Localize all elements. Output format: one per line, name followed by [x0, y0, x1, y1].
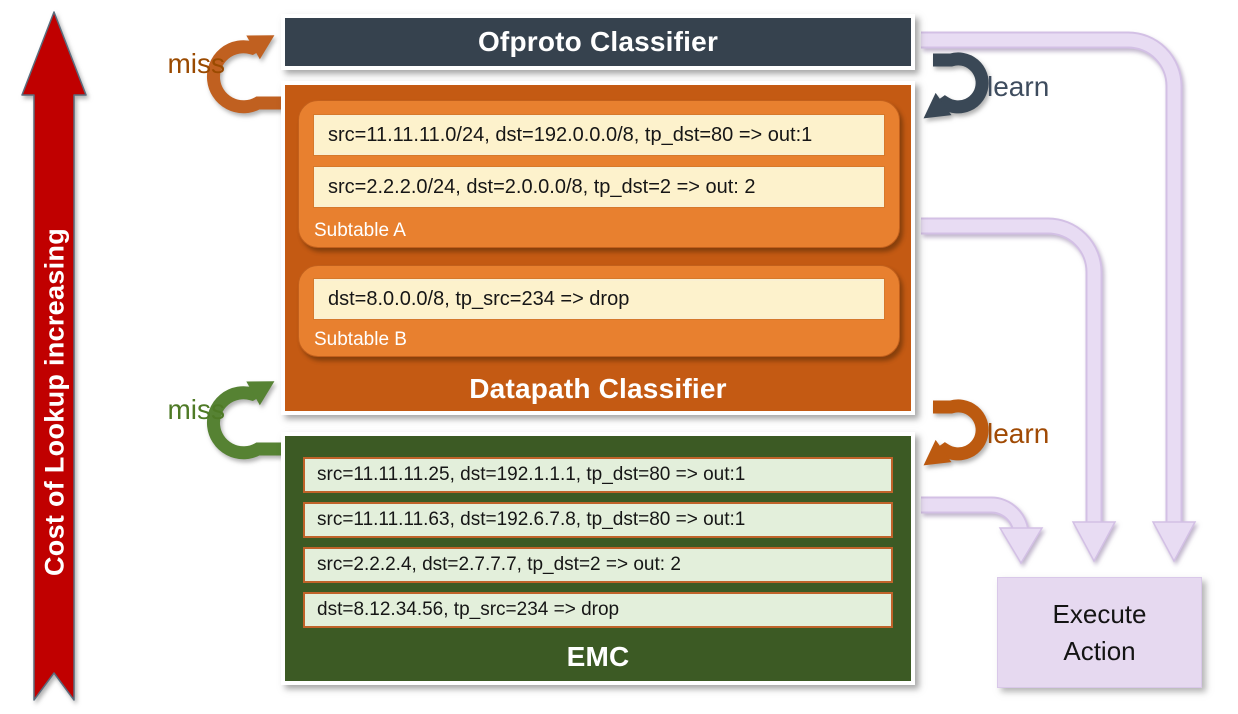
execute-action-box: Execute Action [997, 577, 1202, 688]
datapath-classifier-box: src=11.11.11.0/24, dst=192.0.0.0/8, tp_d… [281, 81, 915, 415]
flow-arrow-ofproto-icon [921, 31, 1197, 563]
flow-arrow-datapath-icon [921, 217, 1117, 563]
execute-action-line1: Execute [1052, 598, 1147, 629]
flow-arrows-group [921, 31, 1197, 565]
flow-rule: dst=8.0.0.0/8, tp_src=234 => drop [314, 279, 884, 319]
flow-rule: src=2.2.2.0/24, dst=2.0.0.0/8, tp_dst=2 … [314, 167, 884, 207]
learn-arrow-top-icon [923, 52, 989, 119]
flow-arrow-emc-icon [921, 496, 1044, 565]
learn-label-bottom: learn [987, 418, 1050, 449]
datapath-classifier-title: Datapath Classifier [469, 373, 727, 404]
learn-label-top: learn [987, 71, 1050, 102]
subtable-b: dst=8.0.0.0/8, tp_src=234 => drop Subtab… [298, 265, 900, 357]
execute-action-line2: Action [1063, 635, 1136, 666]
emc-entry: src=2.2.2.4, dst=2.7.7.7, tp_dst=2 => ou… [303, 547, 893, 583]
flow-rule: src=11.11.11.0/24, dst=192.0.0.0/8, tp_d… [314, 115, 884, 155]
subtable-b-label: Subtable B [314, 329, 407, 350]
ofproto-classifier-box: Ofproto Classifier [281, 14, 915, 70]
learn-arrow-bottom-icon [923, 399, 989, 466]
emc-entry: src=11.11.11.25, dst=192.1.1.1, tp_dst=8… [303, 457, 893, 493]
subtable-a-label: Subtable A [314, 220, 406, 241]
miss-label-top: miss [167, 48, 225, 79]
subtable-a: src=11.11.11.0/24, dst=192.0.0.0/8, tp_d… [298, 100, 900, 248]
miss-label-bottom: miss [167, 394, 225, 425]
cost-of-lookup-label: Cost of Lookup increasing [39, 227, 70, 577]
emc-entry: dst=8.12.34.56, tp_src=234 => drop [303, 592, 893, 628]
ofproto-classifier-title: Ofproto Classifier [477, 26, 719, 57]
emc-box: src=11.11.11.25, dst=192.1.1.1, tp_dst=8… [281, 432, 915, 685]
emc-entry: src=11.11.11.63, dst=192.6.7.8, tp_dst=8… [303, 502, 893, 538]
emc-title: EMC [566, 641, 630, 672]
